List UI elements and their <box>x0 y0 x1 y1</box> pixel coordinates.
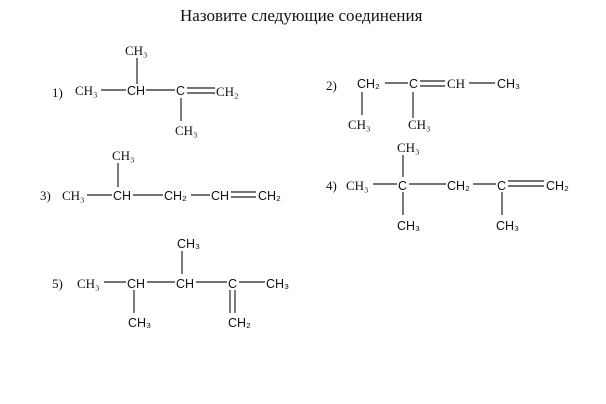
group-ch3: CH₃ <box>77 276 100 291</box>
group-ch3: CH₃ <box>408 117 431 132</box>
group-ch3: CH₃ <box>62 188 85 203</box>
group-ch3: CH₃ <box>348 117 371 132</box>
group-ch: CH <box>211 189 229 203</box>
group-ch3: CH₃ <box>497 77 520 91</box>
group-ch: CH <box>113 189 131 203</box>
group-ch3: CH₃ <box>125 43 148 58</box>
group-ch3: CH₃ <box>177 237 200 251</box>
compound-3: 3) CH₃ CH CH₂ CH CH₂ CH₃ <box>40 148 281 203</box>
compound-number: 5) <box>52 276 63 291</box>
worksheet-title: Назовите следующие соединения <box>180 6 423 25</box>
compound-number: 1) <box>52 85 63 100</box>
group-c: C <box>398 179 407 193</box>
group-ch: CH <box>176 277 194 291</box>
group-c: C <box>409 77 418 91</box>
group-ch3: CH₃ <box>397 140 420 155</box>
group-c: C <box>228 277 237 291</box>
group-ch2: CH₂ <box>258 189 281 203</box>
group-ch2: CH₂ <box>228 316 251 330</box>
group-ch2: CH₂ <box>216 84 239 99</box>
group-c: C <box>497 179 506 193</box>
compound-2: 2) CH₂ C CH CH₃ CH₃ CH₃ <box>326 76 520 132</box>
compound-5: 5) CH₃ CH CH C CH₃ CH₃ CH₃ CH₂ <box>52 237 289 330</box>
group-ch3: CH₃ <box>112 148 135 163</box>
group-ch: CH <box>447 76 465 91</box>
group-ch3: CH₃ <box>346 178 369 193</box>
group-ch2: CH₂ <box>447 179 470 193</box>
compound-number: 3) <box>40 188 51 203</box>
group-ch3: CH₃ <box>397 219 420 233</box>
group-ch2: CH₂ <box>357 77 380 91</box>
group-ch3: CH₃ <box>266 277 289 291</box>
group-ch2: CH₂ <box>546 179 569 193</box>
group-ch: CH <box>127 277 145 291</box>
group-ch3: CH₃ <box>128 316 151 330</box>
group-ch3: CH₃ <box>175 123 198 138</box>
compound-1: 1) CH₃ CH C CH₂ CH₃ CH₃ <box>52 43 239 138</box>
group-ch2: CH₂ <box>164 189 187 203</box>
compound-number: 4) <box>326 178 337 193</box>
group-ch3: CH₃ <box>75 83 98 98</box>
group-ch3: CH₃ <box>496 219 519 233</box>
compound-4: 4) CH₃ C CH₂ C CH₂ CH₃ CH₃ CH₃ <box>326 140 569 233</box>
group-c: C <box>176 84 185 98</box>
group-ch: CH <box>127 84 145 98</box>
compound-number: 2) <box>326 78 337 93</box>
